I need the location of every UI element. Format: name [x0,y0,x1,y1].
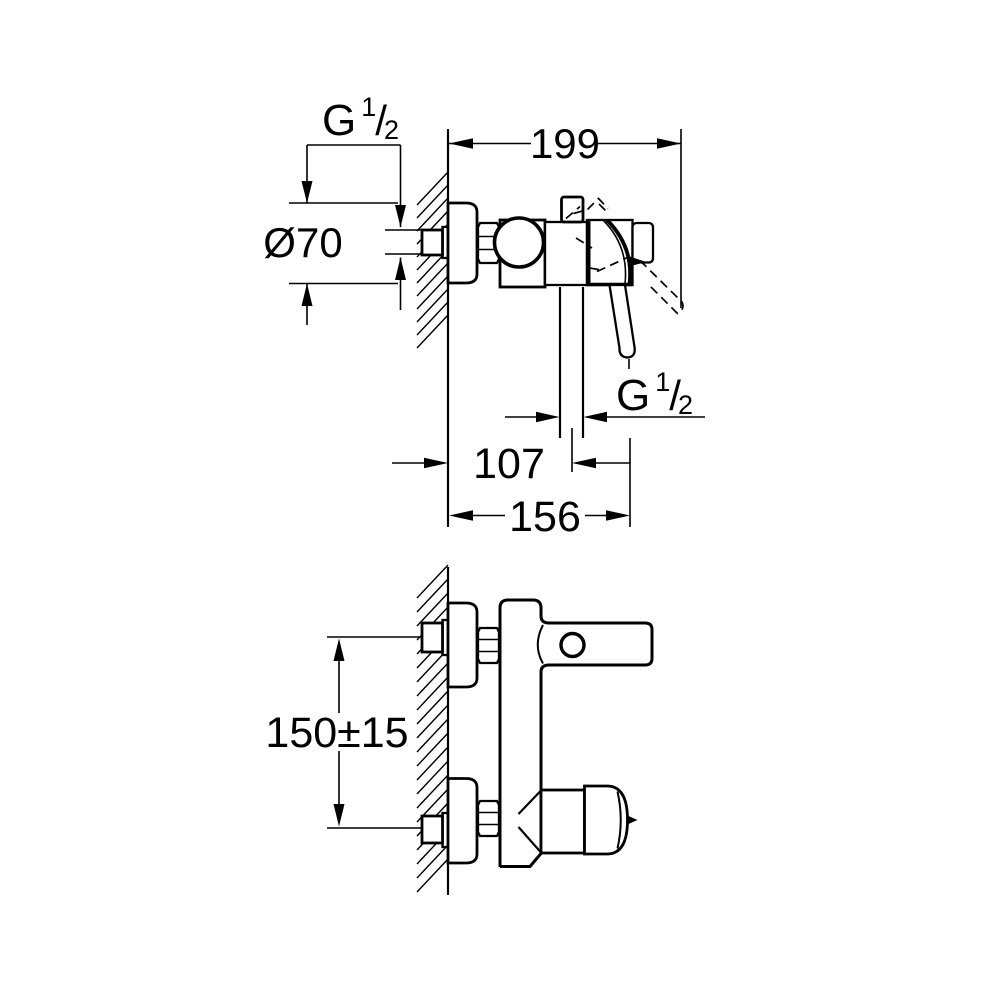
valve-block [543,220,589,287]
hex-nut-top [476,626,501,665]
wall-flange-bottom [446,777,479,865]
union-nut-top [420,621,444,654]
side-view [385,129,684,527]
lever-handle [608,283,636,359]
arrow-right [657,138,681,149]
hex-nut [476,221,501,265]
dim-107-label: 107 [473,440,545,488]
dimension-150: 150±15 [265,636,423,829]
dim-156-label: 156 [509,493,581,541]
wall-flange [446,201,479,285]
wall-hatch-top [416,171,449,349]
handle-base-arc [605,218,633,285]
union-nut-square [420,228,444,257]
handle-base-arc-inner [602,219,627,285]
end-cap [631,221,655,264]
lever-phantom-position [573,197,684,315]
arrow-left [449,138,473,149]
dimension-156: 156 [449,438,631,541]
handle-pivot-pointer [627,255,646,267]
outlet-cone [517,789,542,854]
wall-flange-top [446,601,479,689]
dimension-flange-diameter: Ø70 [263,202,398,285]
dimension-199: 199 [449,120,682,308]
arm-fillet-arc [536,624,544,664]
outlet-cylinder [539,788,586,855]
ball-joint [492,216,546,269]
dim-150-label: 150±15 [265,709,408,757]
diverter-phantom-dash [565,205,581,220]
supply-pipe-stub [385,229,422,255]
front-view [416,564,654,895]
outlet-cap-tip [627,815,638,825]
union-nut-bottom [420,814,444,845]
dim-d70-label: Ø70 [263,219,342,266]
diverter-knob [560,195,585,224]
faucet-body [498,598,654,868]
outlet-cap-face-arc [616,791,622,849]
outlet-pipe [558,287,585,438]
dim-199-label: 199 [530,120,600,167]
dimension-107: 107 [392,440,630,488]
spout-arm-hole [559,631,586,659]
hex-nut-bottom [476,799,501,838]
